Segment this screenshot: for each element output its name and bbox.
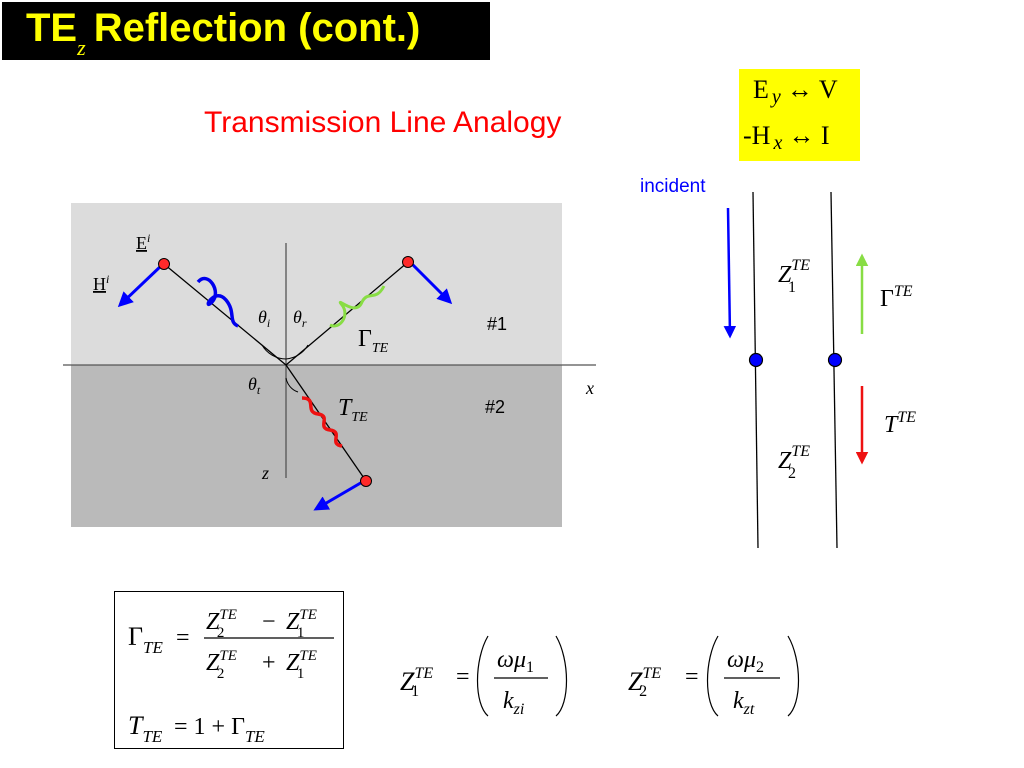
theta-i-label: θi [258,307,270,330]
theta-r-label: θr [293,307,307,330]
t-te-equation: TTE = 1 + ΓTE [128,711,265,746]
transmitted-ray [285,364,367,482]
incident-arrow [723,207,737,339]
t-te-tline-label: TTE [884,409,916,438]
angle-arc-r [285,344,309,360]
gamma-te-tline-label: ΓTE [880,283,913,312]
tline-junction-right [827,352,843,368]
title-subscript: z [77,35,86,60]
angle-arc-i [261,344,287,360]
equation-box [114,591,344,749]
tline-right-wire [830,191,838,549]
t-te-label: TTE [338,395,368,425]
region-1 [71,203,562,365]
x-axis-label: x [585,378,594,398]
incident-wave [196,276,239,328]
transmitted-field-arrow [313,479,365,511]
subtitle: Transmission Line Analogy [204,106,562,139]
region-1-label: #1 [487,314,507,334]
incident-point [158,258,170,270]
svg-text:=: = [176,625,190,651]
title-main: TE [26,6,78,50]
angle-arc-t [285,377,299,393]
slide-title: TEz Reflection (cont.) [26,6,421,60]
reflected-wave [329,285,386,328]
e-label: Ei [136,231,150,253]
region-2 [71,365,562,527]
e-field-arrow [117,263,164,308]
svg-text:−: − [262,609,276,635]
region-2-label: #2 [485,397,505,417]
gamma-te-label: ΓTE [358,326,389,356]
svg-text:ωμ2: ωμ2 [727,647,764,676]
svg-text:TTE: TTE [128,711,163,746]
svg-text:+: + [262,650,276,676]
svg-text:kzt: kzt [733,688,755,718]
incident-ray [163,263,287,366]
svg-text:kzi: kzi [503,688,524,718]
incident-label: incident [640,176,706,197]
reflected-point [402,256,414,268]
transmitted-point [360,475,372,487]
h-label: Hi [93,272,109,294]
svg-text:ΓTE: ΓTE [128,622,163,657]
tline-left-wire [752,191,759,549]
title-bar: TEz Reflection (cont.) [2,2,490,60]
svg-text:=: = [456,664,470,690]
theta-t-label: θt [248,374,261,397]
transmitted-wave [301,396,343,448]
svg-text:ωμ1: ωμ1 [497,647,534,676]
tline-junction-left [748,352,764,368]
z-axis-label: z [261,463,269,483]
svg-text:= 1 + ΓTE: = 1 + ΓTE [174,714,265,746]
title-rest: Reflection (cont.) [93,6,421,50]
svg-text:=: = [685,664,699,690]
reflected-field-arrow [408,260,453,305]
